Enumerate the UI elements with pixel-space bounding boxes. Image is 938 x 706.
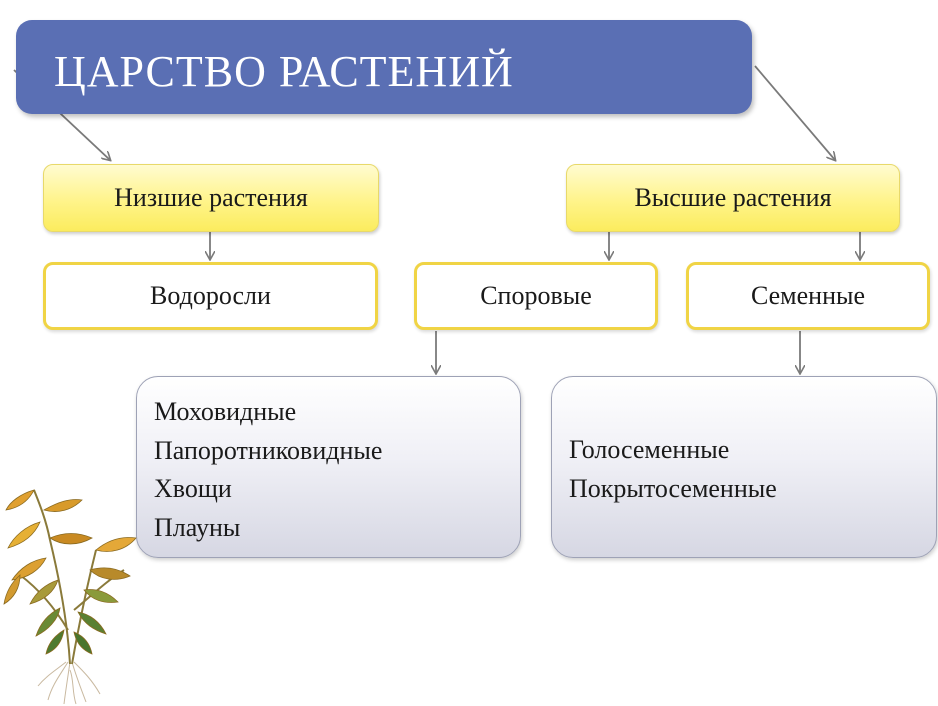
lower-plants-box: Низшие растения xyxy=(43,164,379,232)
seed-plants-list: Голосеменные Покрытосеменные xyxy=(569,431,777,508)
higher-plants-box: Высшие растения xyxy=(566,164,900,232)
plant-leaves xyxy=(3,489,137,655)
list-item: Моховидные xyxy=(154,397,297,426)
spore-plants-list-box: Моховидные Папоротниковидные Хвощи Плаун… xyxy=(136,376,521,558)
list-item: Папоротниковидные xyxy=(154,435,383,465)
seed-plants-box: Семенные xyxy=(686,262,930,330)
spore-plants-list: Моховидные Папоротниковидные Хвощи Плаун… xyxy=(154,393,382,547)
seed-plants-list-box: Голосеменные Покрытосеменные xyxy=(551,376,937,558)
plant-roots xyxy=(37,661,101,705)
plant-illustration xyxy=(3,489,137,705)
diagram-title: ЦАРСТВО РАСТЕНИЙ xyxy=(54,47,514,96)
arrow-title-to-higher xyxy=(754,65,835,160)
list-item: Плауны xyxy=(154,512,241,542)
spore-plants-box: Споровые xyxy=(414,262,658,330)
title-bar: ЦАРСТВО РАСТЕНИЙ xyxy=(16,20,752,114)
algae-box: Водоросли xyxy=(43,262,378,330)
list-item: Покрытосеменные xyxy=(569,473,777,503)
list-item: Голосеменные xyxy=(569,435,730,464)
list-item: Хвощи xyxy=(154,474,232,503)
